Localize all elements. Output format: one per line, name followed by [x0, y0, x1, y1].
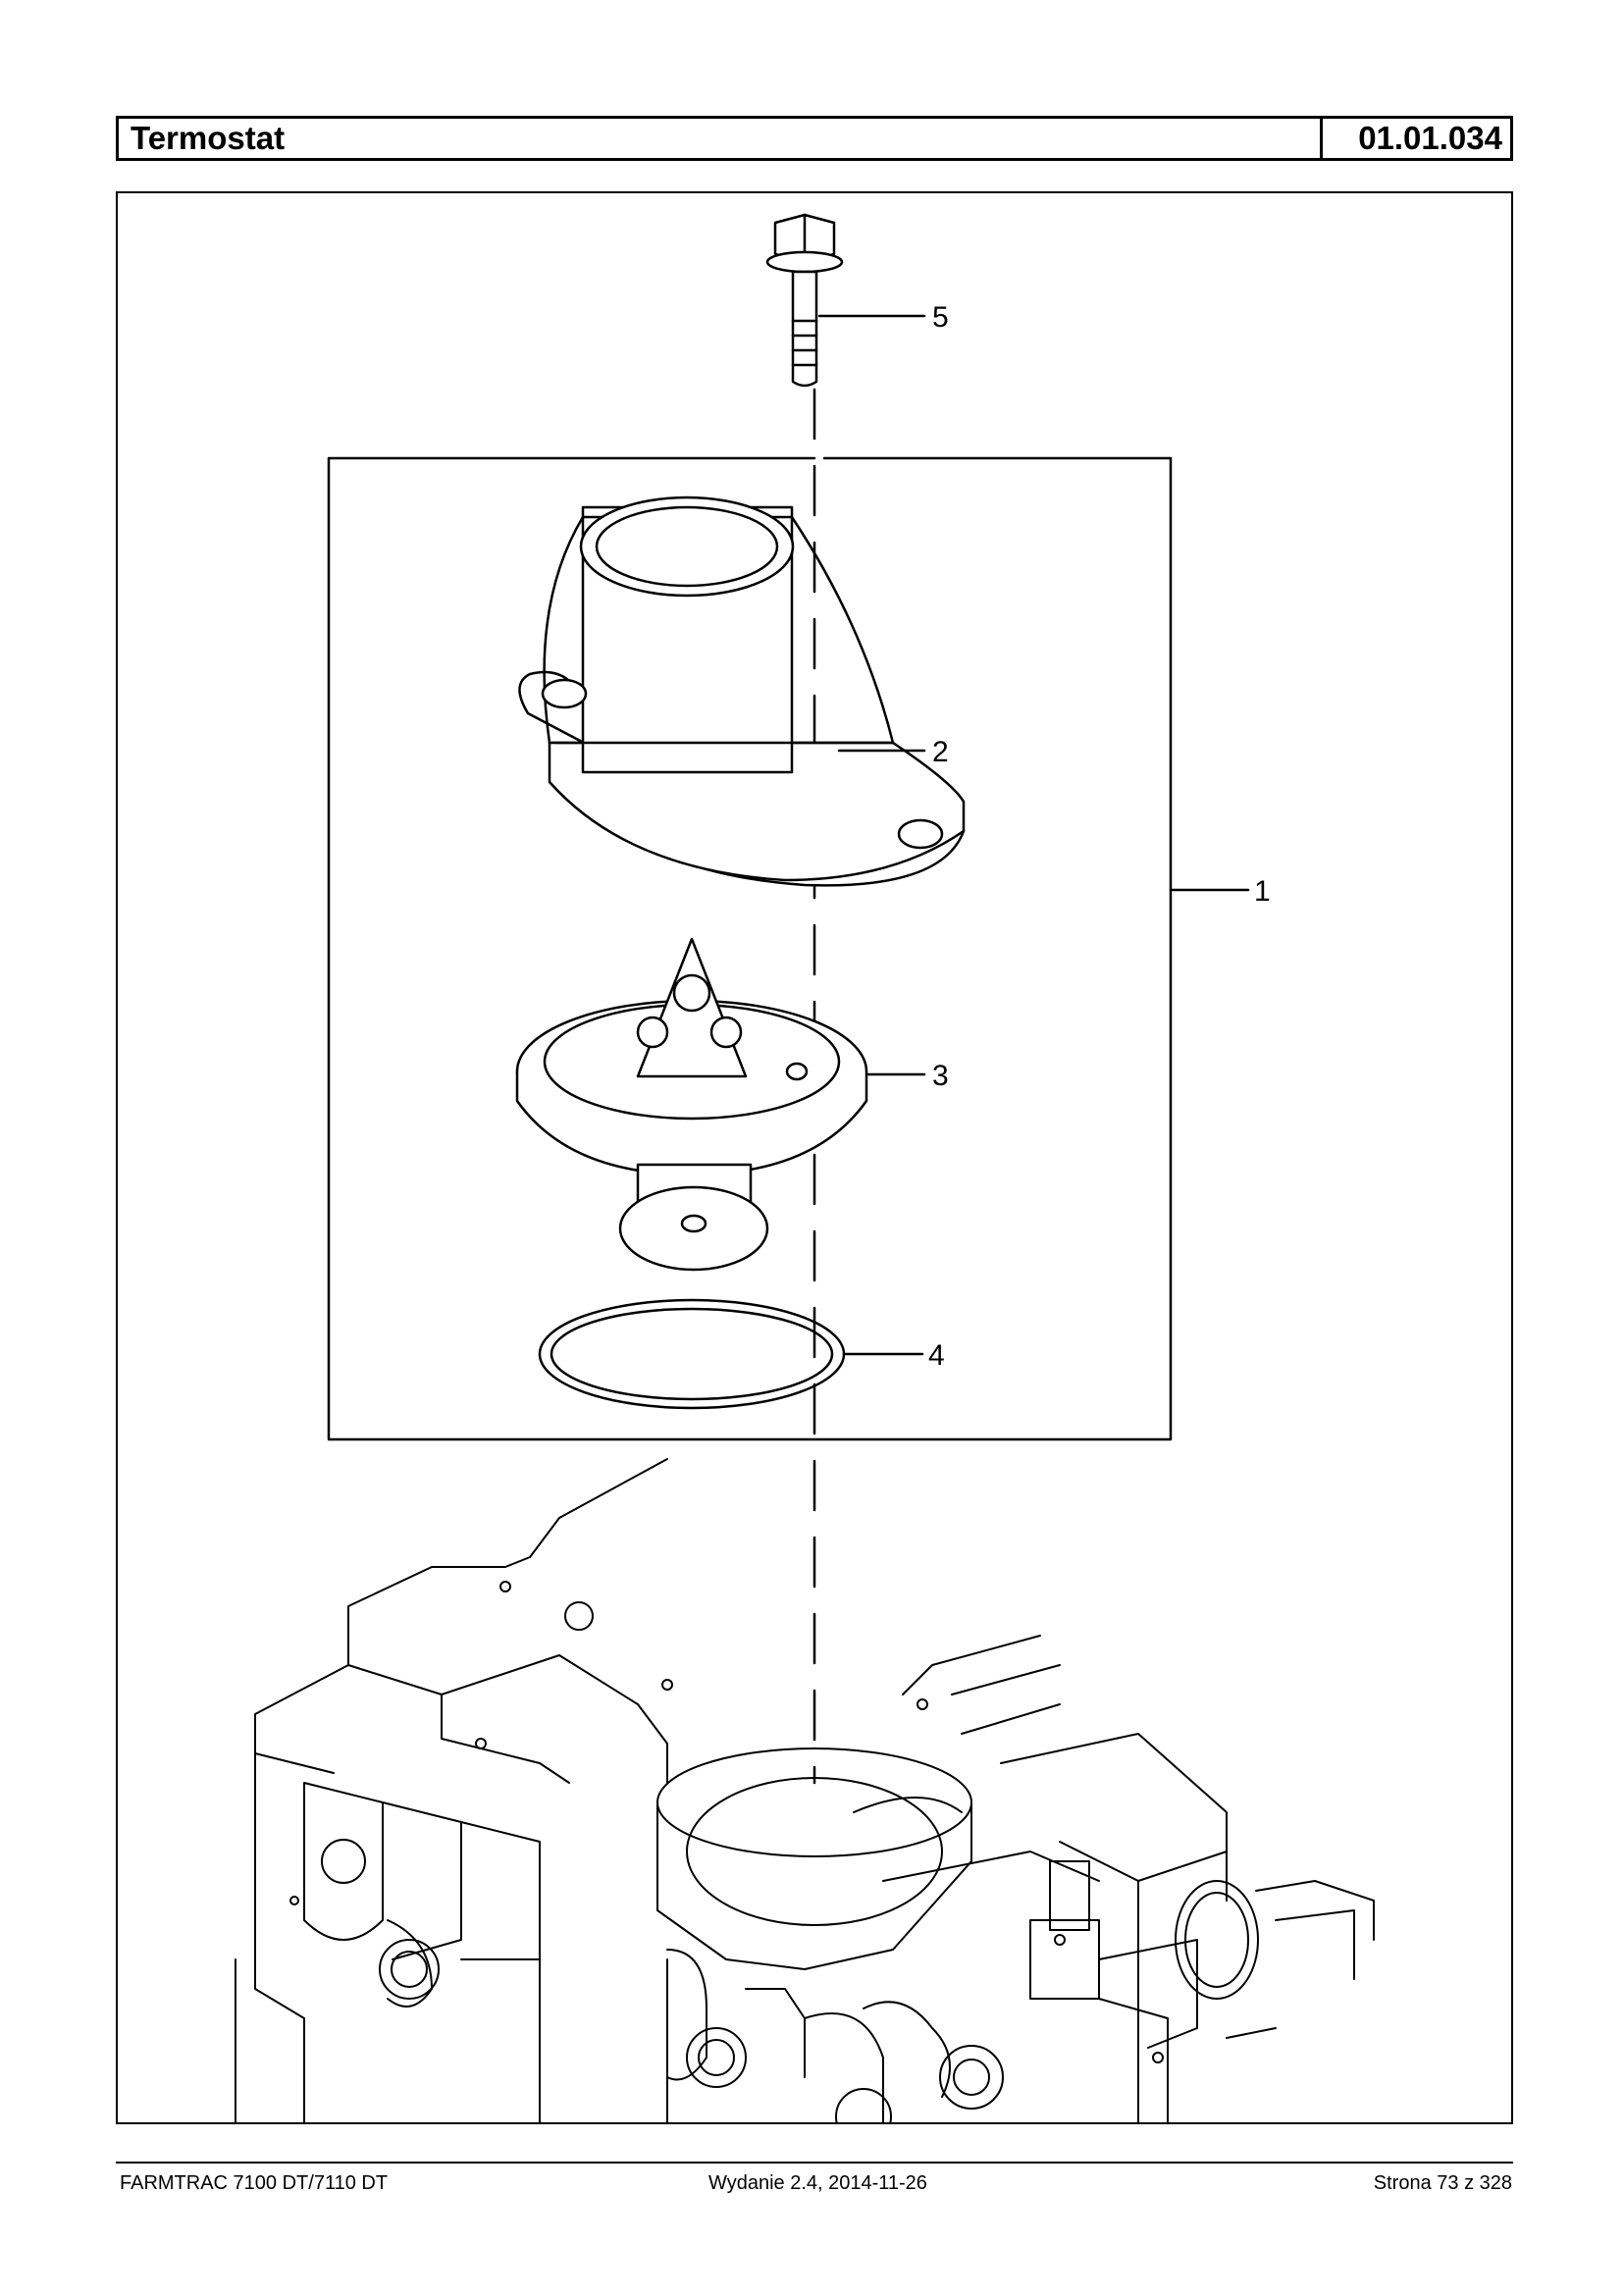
o-ring-seal-part — [538, 1298, 924, 1410]
footer-divider — [116, 2162, 1513, 2164]
callout-5: 5 — [932, 301, 949, 334]
bolt-part — [765, 213, 926, 388]
assembly-bracket — [327, 456, 1173, 1441]
exploded-view-frame: 5 1 2 — [116, 191, 1513, 2124]
footer-edition: Wydanie 2.4, 2014-11-26 — [708, 2172, 927, 2194]
callout-4: 4 — [928, 1339, 945, 1372]
page-title: Termostat — [131, 120, 286, 156]
section-code: 01.01.034 — [1320, 119, 1510, 158]
callout-2: 2 — [932, 736, 949, 768]
thermostat-valve-part — [515, 937, 926, 1272]
page-header: Termostat 01.01.034 — [116, 116, 1513, 161]
footer-page-number: Strona 73 z 328 — [1373, 2172, 1512, 2194]
thermostat-housing-part — [518, 496, 966, 887]
callout-3: 3 — [932, 1060, 949, 1092]
thermostat-exploded-diagram: 5 1 2 — [235, 213, 1375, 2122]
engine-cylinder-head — [235, 1458, 1375, 2122]
footer-model: FARMTRAC 7100 DT/7110 DT — [120, 2172, 389, 2194]
callout-1: 1 — [1254, 875, 1271, 908]
